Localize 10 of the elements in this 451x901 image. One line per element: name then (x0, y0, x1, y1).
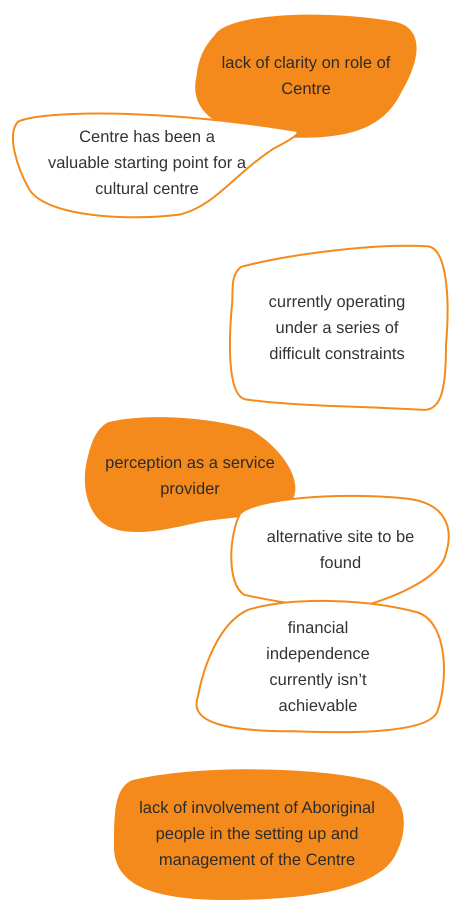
blob-text: alternative site to be found (266, 527, 416, 574)
blob-text: lack of involvement of Aboriginal people in the setting up and management of the Centre (138, 798, 376, 870)
outlined-blob (231, 494, 450, 606)
blob-text: perception as a service provider (104, 452, 276, 500)
blob-text: currently operating under a series of difficult constraints (268, 292, 406, 365)
blob-text: financial independence currently isn’t achievable (265, 618, 371, 716)
outlined-blob (228, 243, 446, 413)
blob-text: lack of clarity on role of Centre (220, 53, 392, 100)
blob-text: Centre has been a valuable starting point for a cultural centre (47, 126, 247, 200)
outlined-blob (193, 599, 443, 734)
